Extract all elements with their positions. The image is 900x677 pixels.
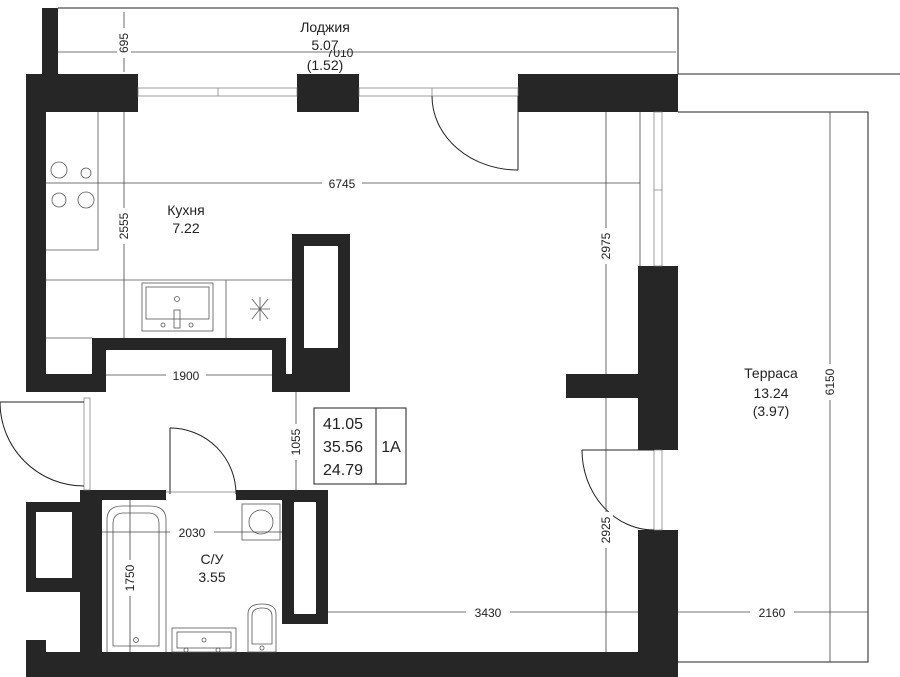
right-lower-label: 2925 (599, 516, 613, 543)
kitchen-fixtures (46, 112, 292, 339)
doors (0, 95, 655, 531)
walls (26, 74, 678, 677)
windows (137, 87, 663, 531)
hall-depth-label: 1055 (289, 428, 303, 455)
terrace-width-label: 2160 (759, 606, 786, 620)
bathroom-name: С/У (201, 551, 224, 567)
apartment-type: 1А (381, 439, 401, 456)
stove-burner-icon (80, 167, 92, 179)
kitchen-area: 7.22 (172, 220, 199, 236)
bathroom-fixtures (106, 503, 281, 653)
toilet-icon (247, 603, 277, 653)
summary-box: 41.05 35.56 24.79 1А (313, 407, 407, 485)
apartment-width-label: 6745 (329, 177, 356, 191)
washbasin-icon (171, 627, 237, 653)
right-upper-label: 2975 (599, 232, 613, 259)
kitchen-sink-icon (141, 282, 214, 332)
loggia-area-reduced: (1.52) (307, 57, 344, 73)
loggia (42, 7, 679, 74)
total-area: 41.05 (323, 416, 363, 433)
loggia-depth-label: 695 (117, 33, 131, 53)
hood-icon (250, 297, 270, 321)
kitchen-depth-label: 2555 (117, 212, 131, 239)
stove-burner-icon (77, 191, 95, 209)
stove-burner-icon (51, 192, 67, 208)
dimension-labels: 695 7010 6745 2555 2975 1900 1055 2030 1… (117, 28, 837, 620)
dimension-lines (46, 12, 868, 662)
kitchen-name: Кухня (167, 202, 204, 218)
loggia-name: Лоджия (300, 19, 350, 35)
bathroom-area: 3.55 (198, 569, 225, 585)
stove-burner-icon (50, 161, 68, 179)
net-area: 24.79 (323, 462, 363, 479)
bath-depth-label: 1750 (123, 564, 137, 591)
washing-machine-icon (241, 503, 281, 541)
room-width-label: 3430 (475, 606, 502, 620)
terrace-area: 13.24 (753, 385, 788, 401)
bathtub-icon (106, 505, 167, 652)
terrace-name: Терраса (744, 365, 798, 381)
bath-width-label: 2030 (179, 526, 206, 540)
room-labels: Лоджия 5.07 (1.52) Кухня 7.22 Терраса 13… (167, 19, 798, 585)
hall-width-label: 1900 (173, 369, 200, 383)
loggia-area: 5.07 (311, 37, 338, 53)
terrace-depth-label: 6150 (823, 368, 837, 395)
living-area: 35.56 (323, 439, 363, 456)
terrace-area-reduced: (3.97) (753, 403, 790, 419)
terrace (678, 73, 900, 663)
